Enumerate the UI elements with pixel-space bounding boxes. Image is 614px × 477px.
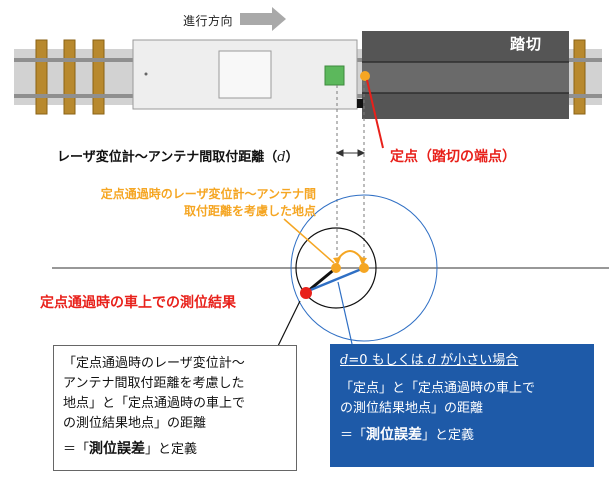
error-vector-blue <box>307 266 365 293</box>
note-line: アンテナ間取付距離を考慮した <box>63 376 245 391</box>
note-line: の測位結果地点」の距離 <box>63 416 207 431</box>
blue-error-circle <box>290 194 438 342</box>
blue-note-box: d=0 もしくは d が小さい場合 「定点」と「定点通過時の車上で の測位結果地… <box>330 344 594 467</box>
offset-arc-arrowhead <box>333 257 341 265</box>
fixed-point-projection-dot <box>359 263 369 273</box>
distance-d-arrow <box>335 149 366 157</box>
projection-lines <box>336 82 365 268</box>
blue-definition-suffix: 」と定義 <box>422 428 475 443</box>
offset-arc <box>335 250 365 263</box>
distance-label-text: レーザ変位計〜アンテナ間取付距離（ <box>57 150 278 165</box>
blue-note-leader <box>337 281 353 345</box>
adjusted-point-label: 定点通過時のレーザ変位計〜アンテナ間 取付距離を考慮した地点 <box>66 186 316 220</box>
direction-arrow-icon <box>240 7 286 31</box>
note-definition-term: 測位誤差 <box>89 441 146 457</box>
blue-case-heading: d=0 もしくは d が小さい場合 <box>340 351 586 371</box>
note-definition: ＝「測位誤差」と定義 <box>63 439 288 460</box>
laser-meter <box>324 65 345 86</box>
offset-arc-arrowhead-2 <box>359 257 367 265</box>
adjusted-point-label-line: 定点通過時のレーザ変位計〜アンテナ間 <box>100 187 316 201</box>
train-car <box>132 39 358 110</box>
note-definition-suffix: 」と定義 <box>145 442 198 457</box>
case-symbol: d <box>340 353 349 368</box>
fixed-point-label: 定点（踏切の端点） <box>390 149 516 165</box>
blue-note-line: 「定点」と「定点通過時の車上で <box>340 381 536 396</box>
fixed-point-leader <box>366 79 384 149</box>
note-line: 地点」と「定点通過時の車上で <box>63 396 246 411</box>
note-leader <box>277 300 301 347</box>
adjusted-point-label-line: 取付距離を考慮した地点 <box>183 204 316 218</box>
note-box: 「定点通過時のレーザ変位計〜 アンテナ間取付距離を考慮した 地点」と「定点通過時… <box>53 345 297 471</box>
onboard-result-dot <box>300 287 312 299</box>
case-symbol: d <box>427 353 437 368</box>
note-line: 「定点通過時のレーザ変位計〜 <box>63 356 245 371</box>
crossing-label: 踏切 <box>510 35 543 53</box>
blue-definition: ＝「測位誤差」と定義 <box>340 425 586 446</box>
adjusted-point-dot <box>331 263 341 273</box>
black-error-circle <box>295 227 377 309</box>
distance-symbol: d <box>277 150 286 165</box>
note-definition-prefix: ＝「 <box>63 442 90 457</box>
distance-label: レーザ変位計〜アンテナ間取付距離（d） <box>57 146 299 165</box>
crossing-edge-marker <box>357 99 363 108</box>
blue-note-line: の測位結果地点」の距離 <box>340 401 484 416</box>
level-crossing <box>362 31 569 119</box>
sleepers <box>35 39 586 115</box>
adjusted-point-leader <box>283 218 335 264</box>
case-end: が小さい場合 <box>440 353 519 368</box>
travel-direction-label: 進行方向 <box>183 14 234 28</box>
case-mid: =0 もしくは <box>348 353 424 368</box>
blue-definition-prefix: ＝「 <box>340 428 367 443</box>
blue-definition-term: 測位誤差 <box>366 427 423 443</box>
error-vector-black <box>307 266 337 293</box>
onboard-result-label: 定点通過時の車上での測位結果 <box>40 295 236 311</box>
distance-label-close: ） <box>285 150 299 165</box>
fixed-point-dot <box>360 71 370 81</box>
